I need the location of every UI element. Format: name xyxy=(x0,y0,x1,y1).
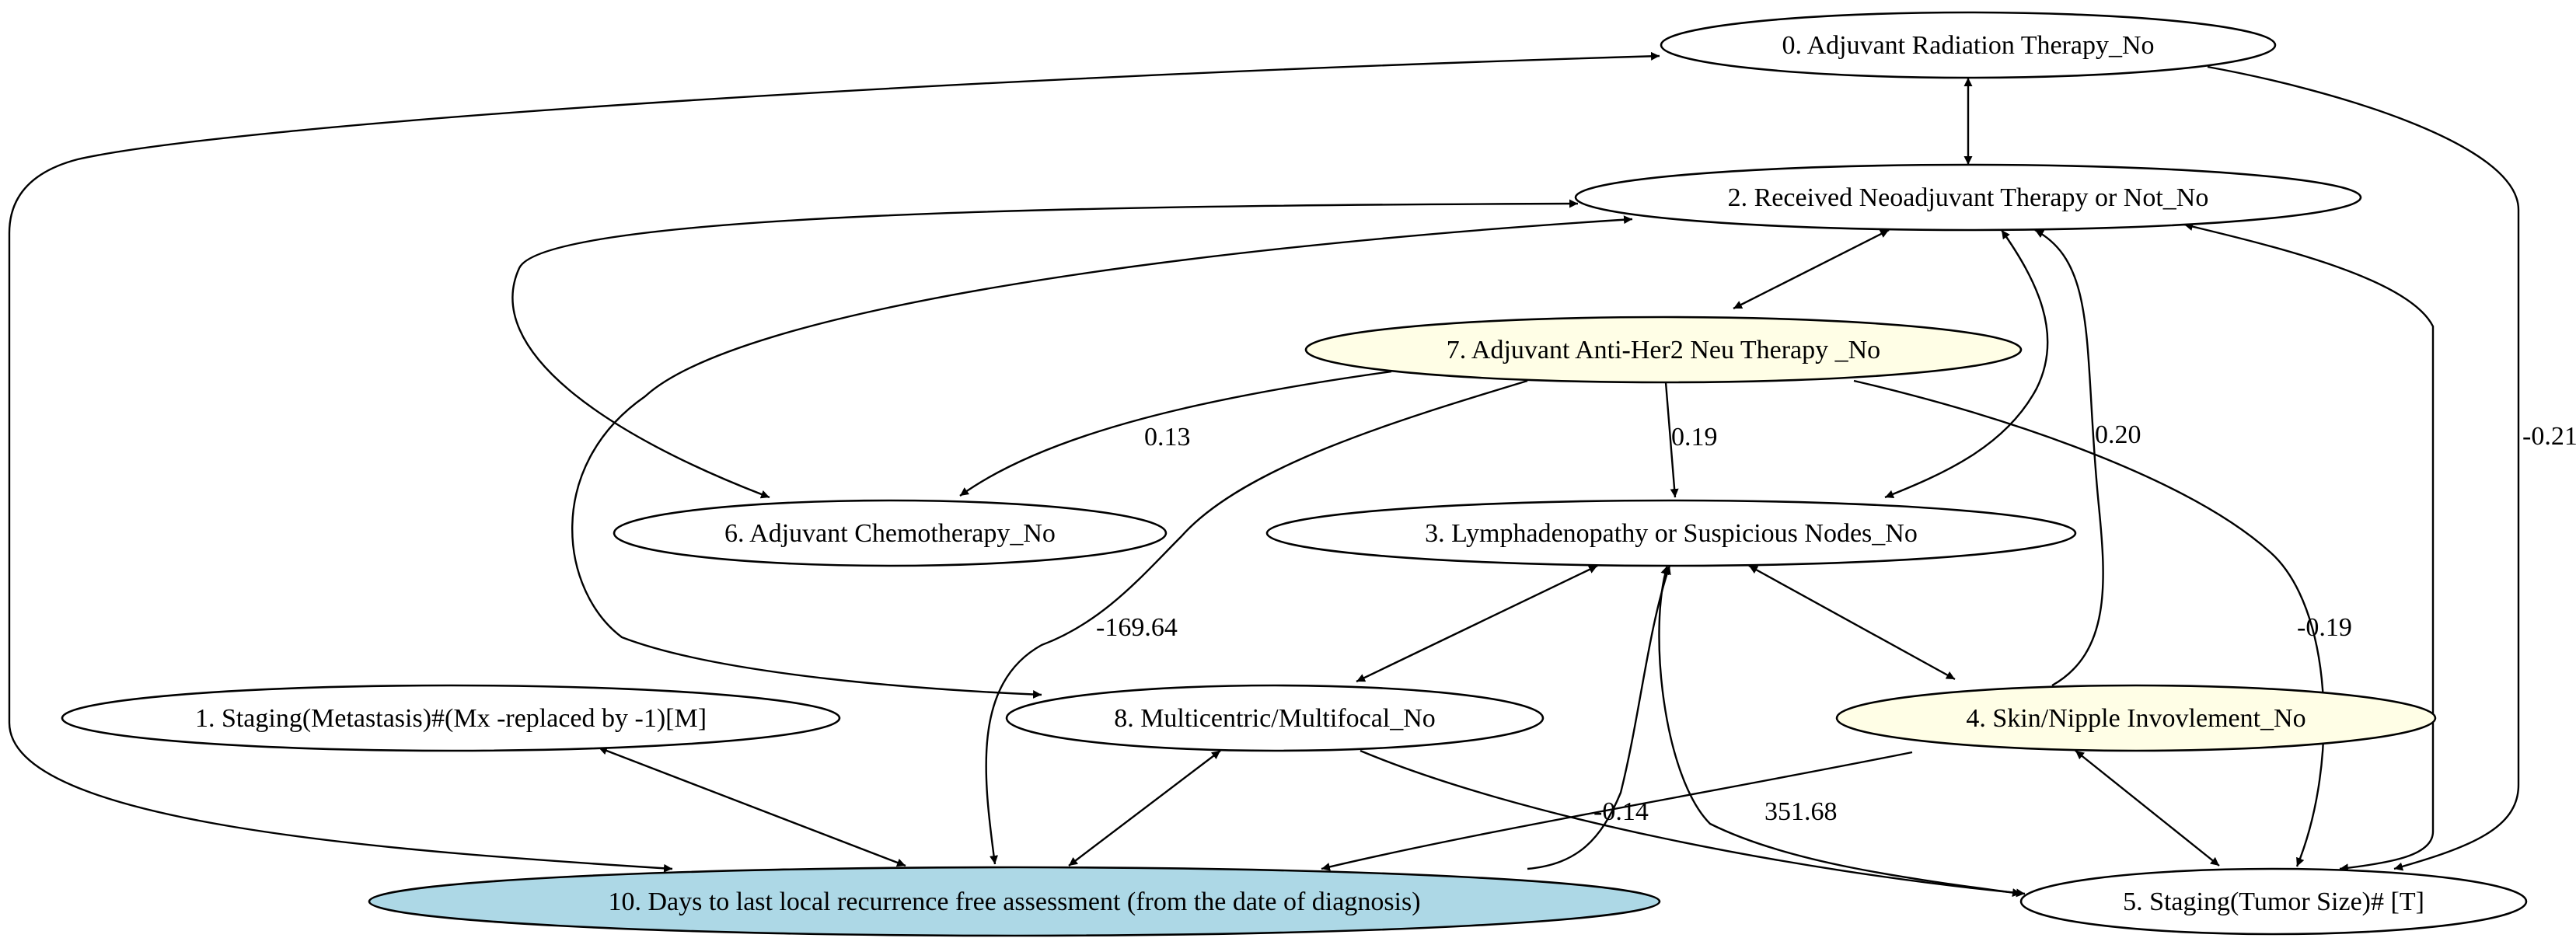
node-label: 0. Adjuvant Radiation Therapy_No xyxy=(1782,31,2154,60)
edge-3-to-4 xyxy=(1748,564,1956,681)
node-ellipse xyxy=(1660,11,2277,79)
node-label: 6. Adjuvant Chemotherapy_No xyxy=(724,519,1056,548)
edge-path xyxy=(1356,564,1598,683)
node-2: 2. Received Neoadjuvant Therapy or Not_N… xyxy=(1574,163,2362,232)
node-ellipse xyxy=(613,499,1168,567)
edge-path xyxy=(2034,228,2104,687)
edge-weight-label: 0.19 xyxy=(1671,423,1718,452)
edge-path xyxy=(1068,750,1221,867)
node-10: 10. Days to last local recurrence free a… xyxy=(368,866,1661,937)
node-3: 3. Lymphadenopathy or Suspicious Nodes_N… xyxy=(1265,499,2077,567)
edge-2-to-8 xyxy=(571,215,1633,699)
edge-2-to-5 xyxy=(2183,222,2435,873)
node-ellipse xyxy=(1265,499,2077,567)
edge-path xyxy=(1360,749,2026,898)
edge-8-to-5 xyxy=(1360,749,2026,898)
node-label: 5. Staging(Tumor Size)# [T] xyxy=(2123,887,2424,916)
edge-path xyxy=(1733,228,1890,310)
edge-weight-label: 351.68 xyxy=(1764,797,1838,826)
node-ellipse xyxy=(2019,867,2528,936)
edge-0-to-10 xyxy=(8,51,1660,873)
edge-weight-label: 0.20 xyxy=(2095,420,2141,449)
edge-path xyxy=(985,379,1528,865)
edge-path xyxy=(8,51,1660,873)
edge-path xyxy=(1664,382,1679,498)
edge-path xyxy=(1658,565,2022,897)
node-ellipse xyxy=(61,684,841,752)
edge-path xyxy=(2075,750,2220,867)
edge-path xyxy=(511,199,1579,499)
edge-path xyxy=(1321,751,1913,871)
node-label: 8. Multicentric/Multifocal_No xyxy=(1114,704,1436,733)
node-6: 6. Adjuvant Chemotherapy_No xyxy=(613,499,1168,567)
edge-weight-label: -0.19 xyxy=(2297,613,2352,642)
edge-4-to-2: 0.20 xyxy=(2034,228,2141,687)
edge-7-to-10: -169.64 xyxy=(985,379,1528,865)
node-label: 4. Skin/Nipple Invovlement_No xyxy=(1966,704,2305,733)
edge-path xyxy=(571,215,1633,699)
node-8: 8. Multicentric/Multifocal_No xyxy=(1005,684,1545,752)
edge-path xyxy=(1884,229,2049,499)
node-label: 1. Staging(Metastasis)#(Mx -replaced by … xyxy=(195,704,707,733)
node-0: 0. Adjuvant Radiation Therapy_No xyxy=(1660,11,2277,79)
edge-1-to-10 xyxy=(598,746,906,867)
node-4: 4. Skin/Nipple Invovlement_No xyxy=(1835,684,2437,752)
edge-path xyxy=(1527,565,1671,870)
edge-weight-label: -169.64 xyxy=(1096,613,1178,642)
edge-2-to-3 xyxy=(1884,229,2049,499)
edge-path xyxy=(2183,222,2435,873)
edge-weight-label: -0.21 xyxy=(2522,422,2576,451)
node-ellipse xyxy=(1574,163,2362,232)
edge-path xyxy=(598,746,906,867)
edge-4-to-10: 351.68 xyxy=(1321,751,1913,871)
edge-7-to-6: 0.13 xyxy=(959,370,1392,497)
nodes-layer: 0. Adjuvant Radiation Therapy_No 1. Stagi… xyxy=(61,11,2528,937)
edge-3-to-5 xyxy=(1658,565,2022,897)
edge-4-to-5 xyxy=(2075,750,2220,867)
edge-path xyxy=(1853,379,2325,867)
edge-0-to-5: -0.21 xyxy=(2207,65,2576,871)
edge-path xyxy=(1748,564,1956,681)
node-label: 2. Received Neoadjuvant Therapy or Not_N… xyxy=(1728,183,2209,212)
edge-path xyxy=(959,370,1392,497)
node-label: 3. Lymphadenopathy or Suspicious Nodes_N… xyxy=(1425,519,1918,548)
node-1: 1. Staging(Metastasis)#(Mx -replaced by … xyxy=(61,684,841,752)
edge-2-to-6 xyxy=(511,199,1579,499)
node-ellipse xyxy=(1005,684,1545,752)
edge-2-to-7 xyxy=(1733,228,1890,310)
node-ellipse xyxy=(1835,684,2437,752)
node-ellipse xyxy=(368,866,1661,937)
node-5: 5. Staging(Tumor Size)# [T] xyxy=(2019,867,2528,936)
node-7: 7. Adjuvant Anti-Her2 Neu Therapy _No xyxy=(1304,316,2023,384)
node-label: 10. Days to last local recurrence free a… xyxy=(608,887,1420,916)
edge-path xyxy=(2207,65,2520,871)
edge-3-to-8 xyxy=(1356,564,1598,683)
node-ellipse xyxy=(1304,316,2023,384)
edge-8-to-10 xyxy=(1068,750,1221,867)
edge-weight-label: 0.13 xyxy=(1144,423,1191,452)
node-label: 7. Adjuvant Anti-Her2 Neu Therapy _No xyxy=(1447,336,1880,364)
edge-7-to-5: -0.19 xyxy=(1853,379,2352,867)
edge-7-to-3: 0.19 xyxy=(1664,382,1718,498)
